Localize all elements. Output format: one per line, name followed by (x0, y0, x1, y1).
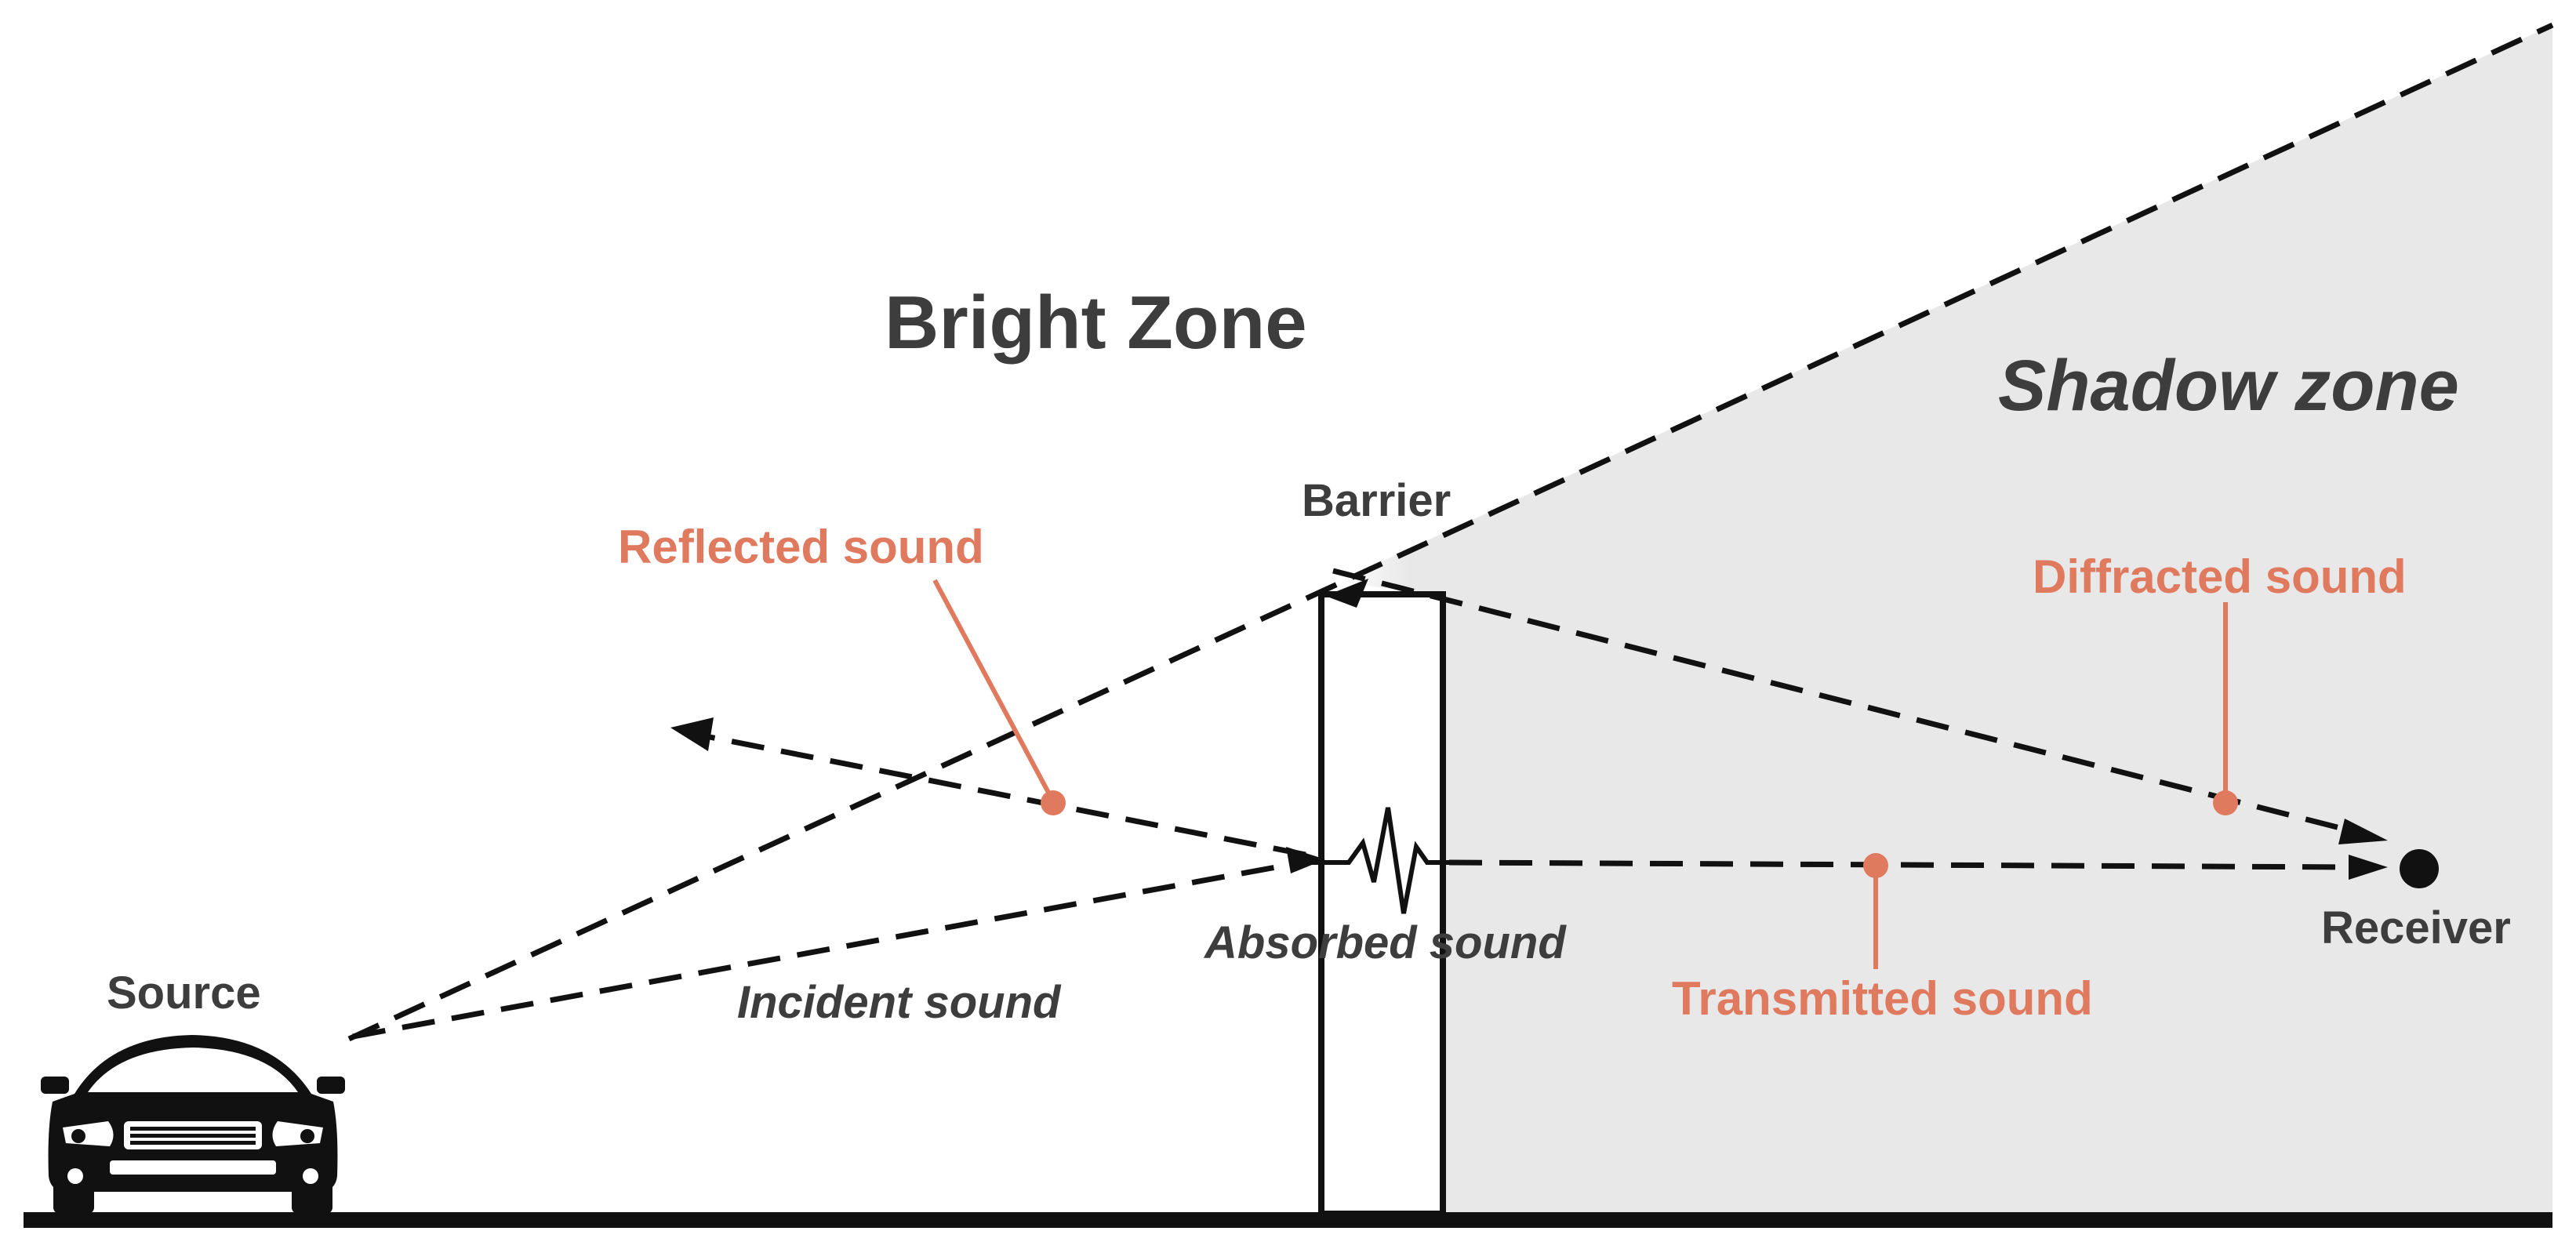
transmitted-callout-dot (1863, 853, 1888, 878)
shadow-zone-region (1337, 25, 2552, 1215)
incident-sound-line (352, 859, 1303, 1040)
reflected-sound-line (709, 734, 1306, 858)
transmitted-arrowhead (2349, 855, 2388, 880)
reflected-sound-label: Reflected sound (618, 521, 984, 573)
receiver-dot-icon (2400, 849, 2439, 888)
reflected-arrowhead (670, 717, 714, 751)
absorbed-sound-label: Absorbed sound (1204, 917, 1566, 968)
diffracted-arrowhead (2338, 819, 2388, 844)
incident-sound-label: Incident sound (737, 977, 1061, 1028)
ground-line (24, 1212, 2552, 1228)
bright-zone-label: Bright Zone (885, 281, 1307, 365)
receiver-label: Receiver (2321, 902, 2511, 953)
car-front-icon (41, 1035, 345, 1214)
barrier-top-arrowhead (1325, 579, 1368, 608)
source-label: Source (107, 968, 261, 1019)
transmitted-sound-line (1448, 859, 2353, 870)
reflected-callout-leader (932, 579, 1055, 803)
transmitted-sound-label: Transmitted sound (1672, 972, 2093, 1025)
bright-shadow-boundary-line (347, 22, 2554, 1042)
reflected-callout-dot (1041, 790, 1066, 815)
diffracted-sound-line (1332, 568, 2353, 834)
shadow-zone-label: Shadow zone (1998, 346, 2459, 426)
absorbed-sound-squiggle (1302, 807, 1449, 914)
diffracted-sound-label: Diffracted sound (2033, 550, 2407, 603)
barrier-wall (1318, 591, 1446, 1217)
barrier-label: Barrier (1302, 475, 1451, 526)
diffracted-callout-dot (2213, 790, 2238, 815)
